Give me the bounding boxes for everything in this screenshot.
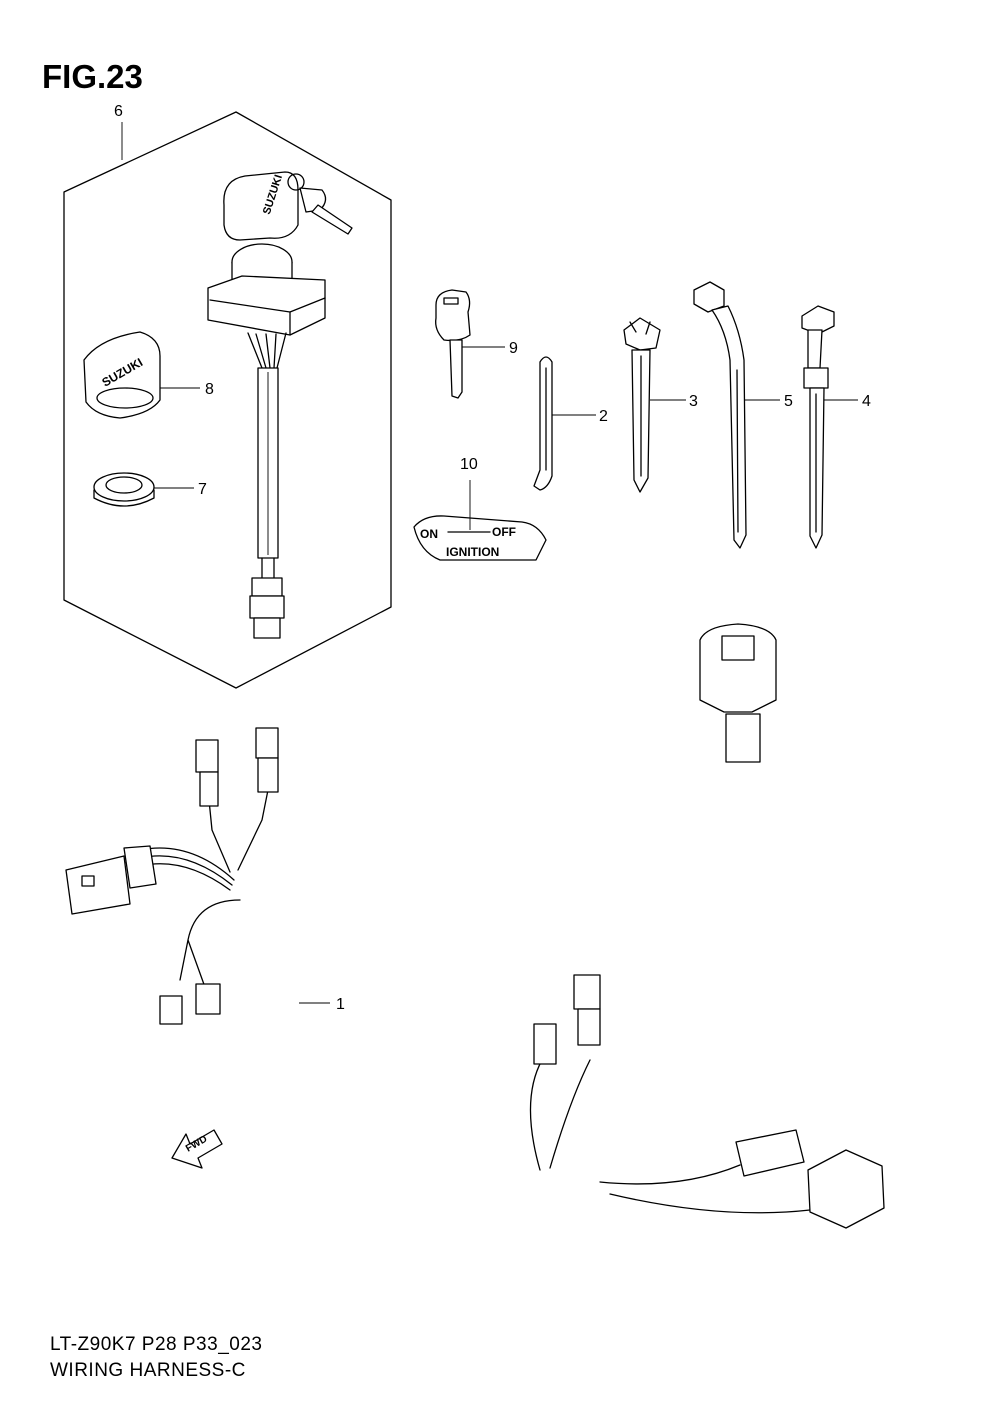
key-cap: SUZUKI	[83, 331, 200, 419]
callout-6: 6	[114, 103, 123, 120]
cable-clamp	[623, 317, 686, 493]
label-off: OFF	[492, 525, 516, 539]
ignition-label-plate: ON OFF IGNITION	[413, 480, 547, 561]
callout-3: 3	[689, 393, 698, 410]
lock-nut	[93, 472, 194, 507]
callout-8: 8	[205, 381, 214, 398]
callout-9: 9	[509, 340, 518, 357]
cable-band-buckle	[801, 305, 858, 549]
ignition-switch: SUZUKI	[207, 171, 353, 639]
spare-key	[435, 289, 505, 399]
clamp-strip	[533, 356, 596, 491]
cable-band-long	[693, 281, 780, 549]
diagram-caption: WIRING HARNESS-C	[50, 1360, 246, 1381]
forward-arrow-icon: FWD	[171, 1129, 223, 1169]
ignition-switch-kit-outline	[63, 111, 392, 689]
label-ignition: IGNITION	[446, 545, 499, 559]
label-on: ON	[420, 527, 438, 541]
figure-title: FIG.23	[42, 58, 143, 95]
wiring-harness	[65, 623, 885, 1238]
callout-7: 7	[198, 481, 207, 498]
callout-1: 1	[336, 996, 345, 1013]
callout-2: 2	[599, 408, 608, 425]
callout-4: 4	[862, 393, 871, 410]
callout-5: 5	[784, 393, 793, 410]
callout-10: 10	[460, 456, 478, 473]
model-code: LT-Z90K7 P28 P33_023	[50, 1334, 263, 1355]
